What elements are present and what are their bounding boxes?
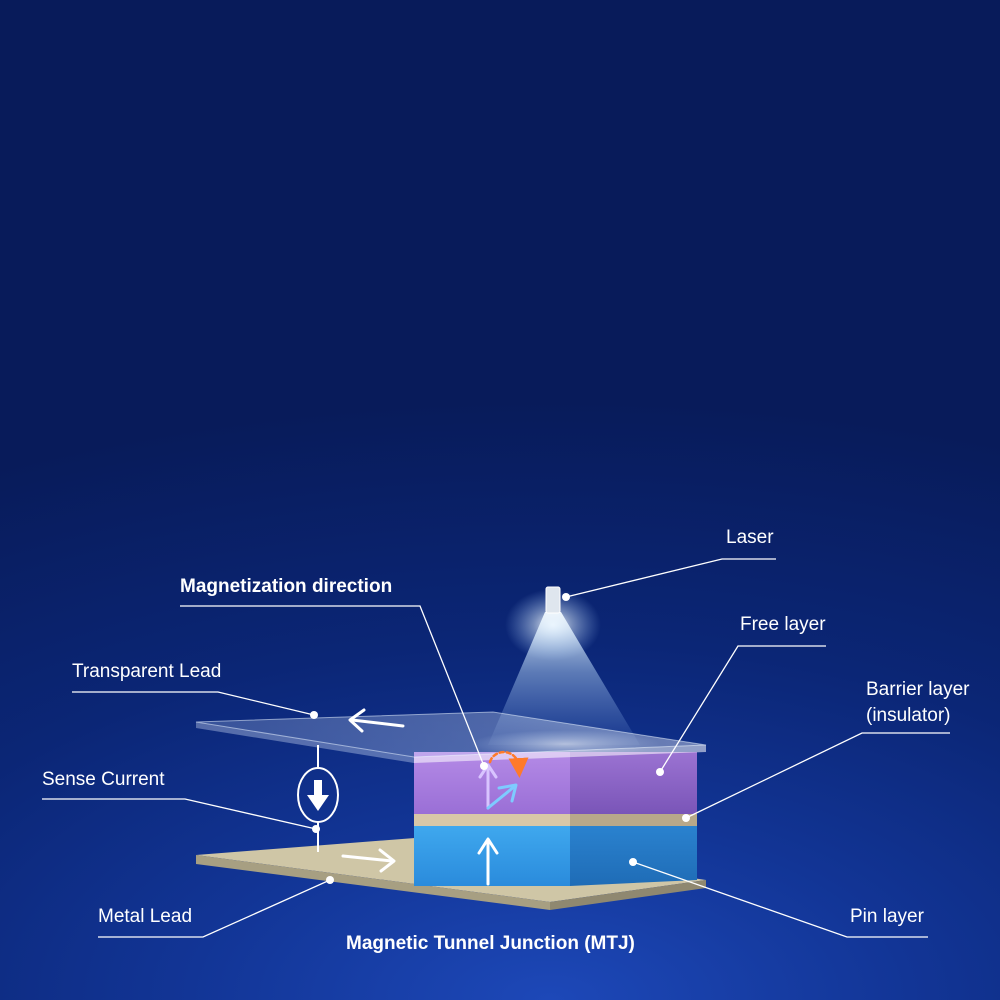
pin-layer-label: Pin layer (850, 906, 924, 927)
free-layer-side (570, 752, 697, 814)
magnetization-arrows (341, 708, 529, 886)
callout-sense-current (42, 798, 317, 830)
transparent-lead-left-arrow-icon (348, 708, 405, 733)
callout-transparent-lead (72, 691, 315, 716)
transparent-lead-label: Transparent Lead (72, 661, 222, 682)
transparent-lead (195, 711, 707, 763)
barrier-layer-sublabel: (insulator) (866, 705, 951, 726)
barrier-layer (414, 814, 697, 826)
barrier-layer-front (414, 814, 570, 826)
free-layer-up-arrow-icon (478, 763, 498, 810)
magnetization-direction-label: Magnetization direction (180, 576, 393, 597)
pin-layer-up-arrow-icon (477, 837, 499, 886)
callout-barrier-layer (685, 732, 950, 819)
callouts (42, 558, 950, 938)
laser-label: Laser (726, 527, 774, 548)
callout-magnetization (180, 605, 485, 767)
metal-lead-label: Metal Lead (98, 906, 193, 927)
precession-arrow-icon (488, 751, 529, 778)
pin-layer-side (570, 826, 697, 886)
transparent-lead-edge (196, 722, 414, 763)
callout-laser (565, 558, 776, 598)
dot-barrier-layer (682, 814, 690, 822)
sense-current-label: Sense Current (42, 769, 165, 790)
dot-sense-current (312, 825, 320, 833)
callout-pin-layer (632, 861, 928, 938)
dot-laser (562, 593, 570, 601)
metal-lead-right-arrow-icon (341, 848, 396, 873)
diagram-title: Magnetic Tunnel Junction (MTJ) (346, 933, 635, 954)
pin-layer-front (414, 826, 570, 886)
dot-magnetization (480, 762, 488, 770)
callout-free-layer (659, 645, 826, 773)
metal-lead-edge (196, 855, 550, 910)
free-layer (414, 752, 697, 814)
pin-layer (414, 826, 697, 886)
laser-head (545, 586, 561, 614)
dot-free-layer (656, 768, 664, 776)
sense-current (297, 745, 339, 852)
laser-beam (488, 612, 640, 745)
metal-lead-edge-right (550, 880, 706, 910)
current-down-arrow-icon (307, 780, 329, 811)
dot-metal-lead (326, 876, 334, 884)
dot-pin-layer (629, 858, 637, 866)
free-layer-tilted-arrow-icon (486, 783, 518, 810)
free-layer-label: Free layer (740, 614, 826, 635)
callout-dots (310, 593, 690, 884)
barrier-layer-side (570, 814, 697, 826)
callout-metal-lead (98, 879, 331, 938)
dot-transparent-lead (310, 711, 318, 719)
barrier-layer-label: Barrier layer (866, 679, 970, 700)
transparent-lead-edge-right (414, 745, 706, 763)
